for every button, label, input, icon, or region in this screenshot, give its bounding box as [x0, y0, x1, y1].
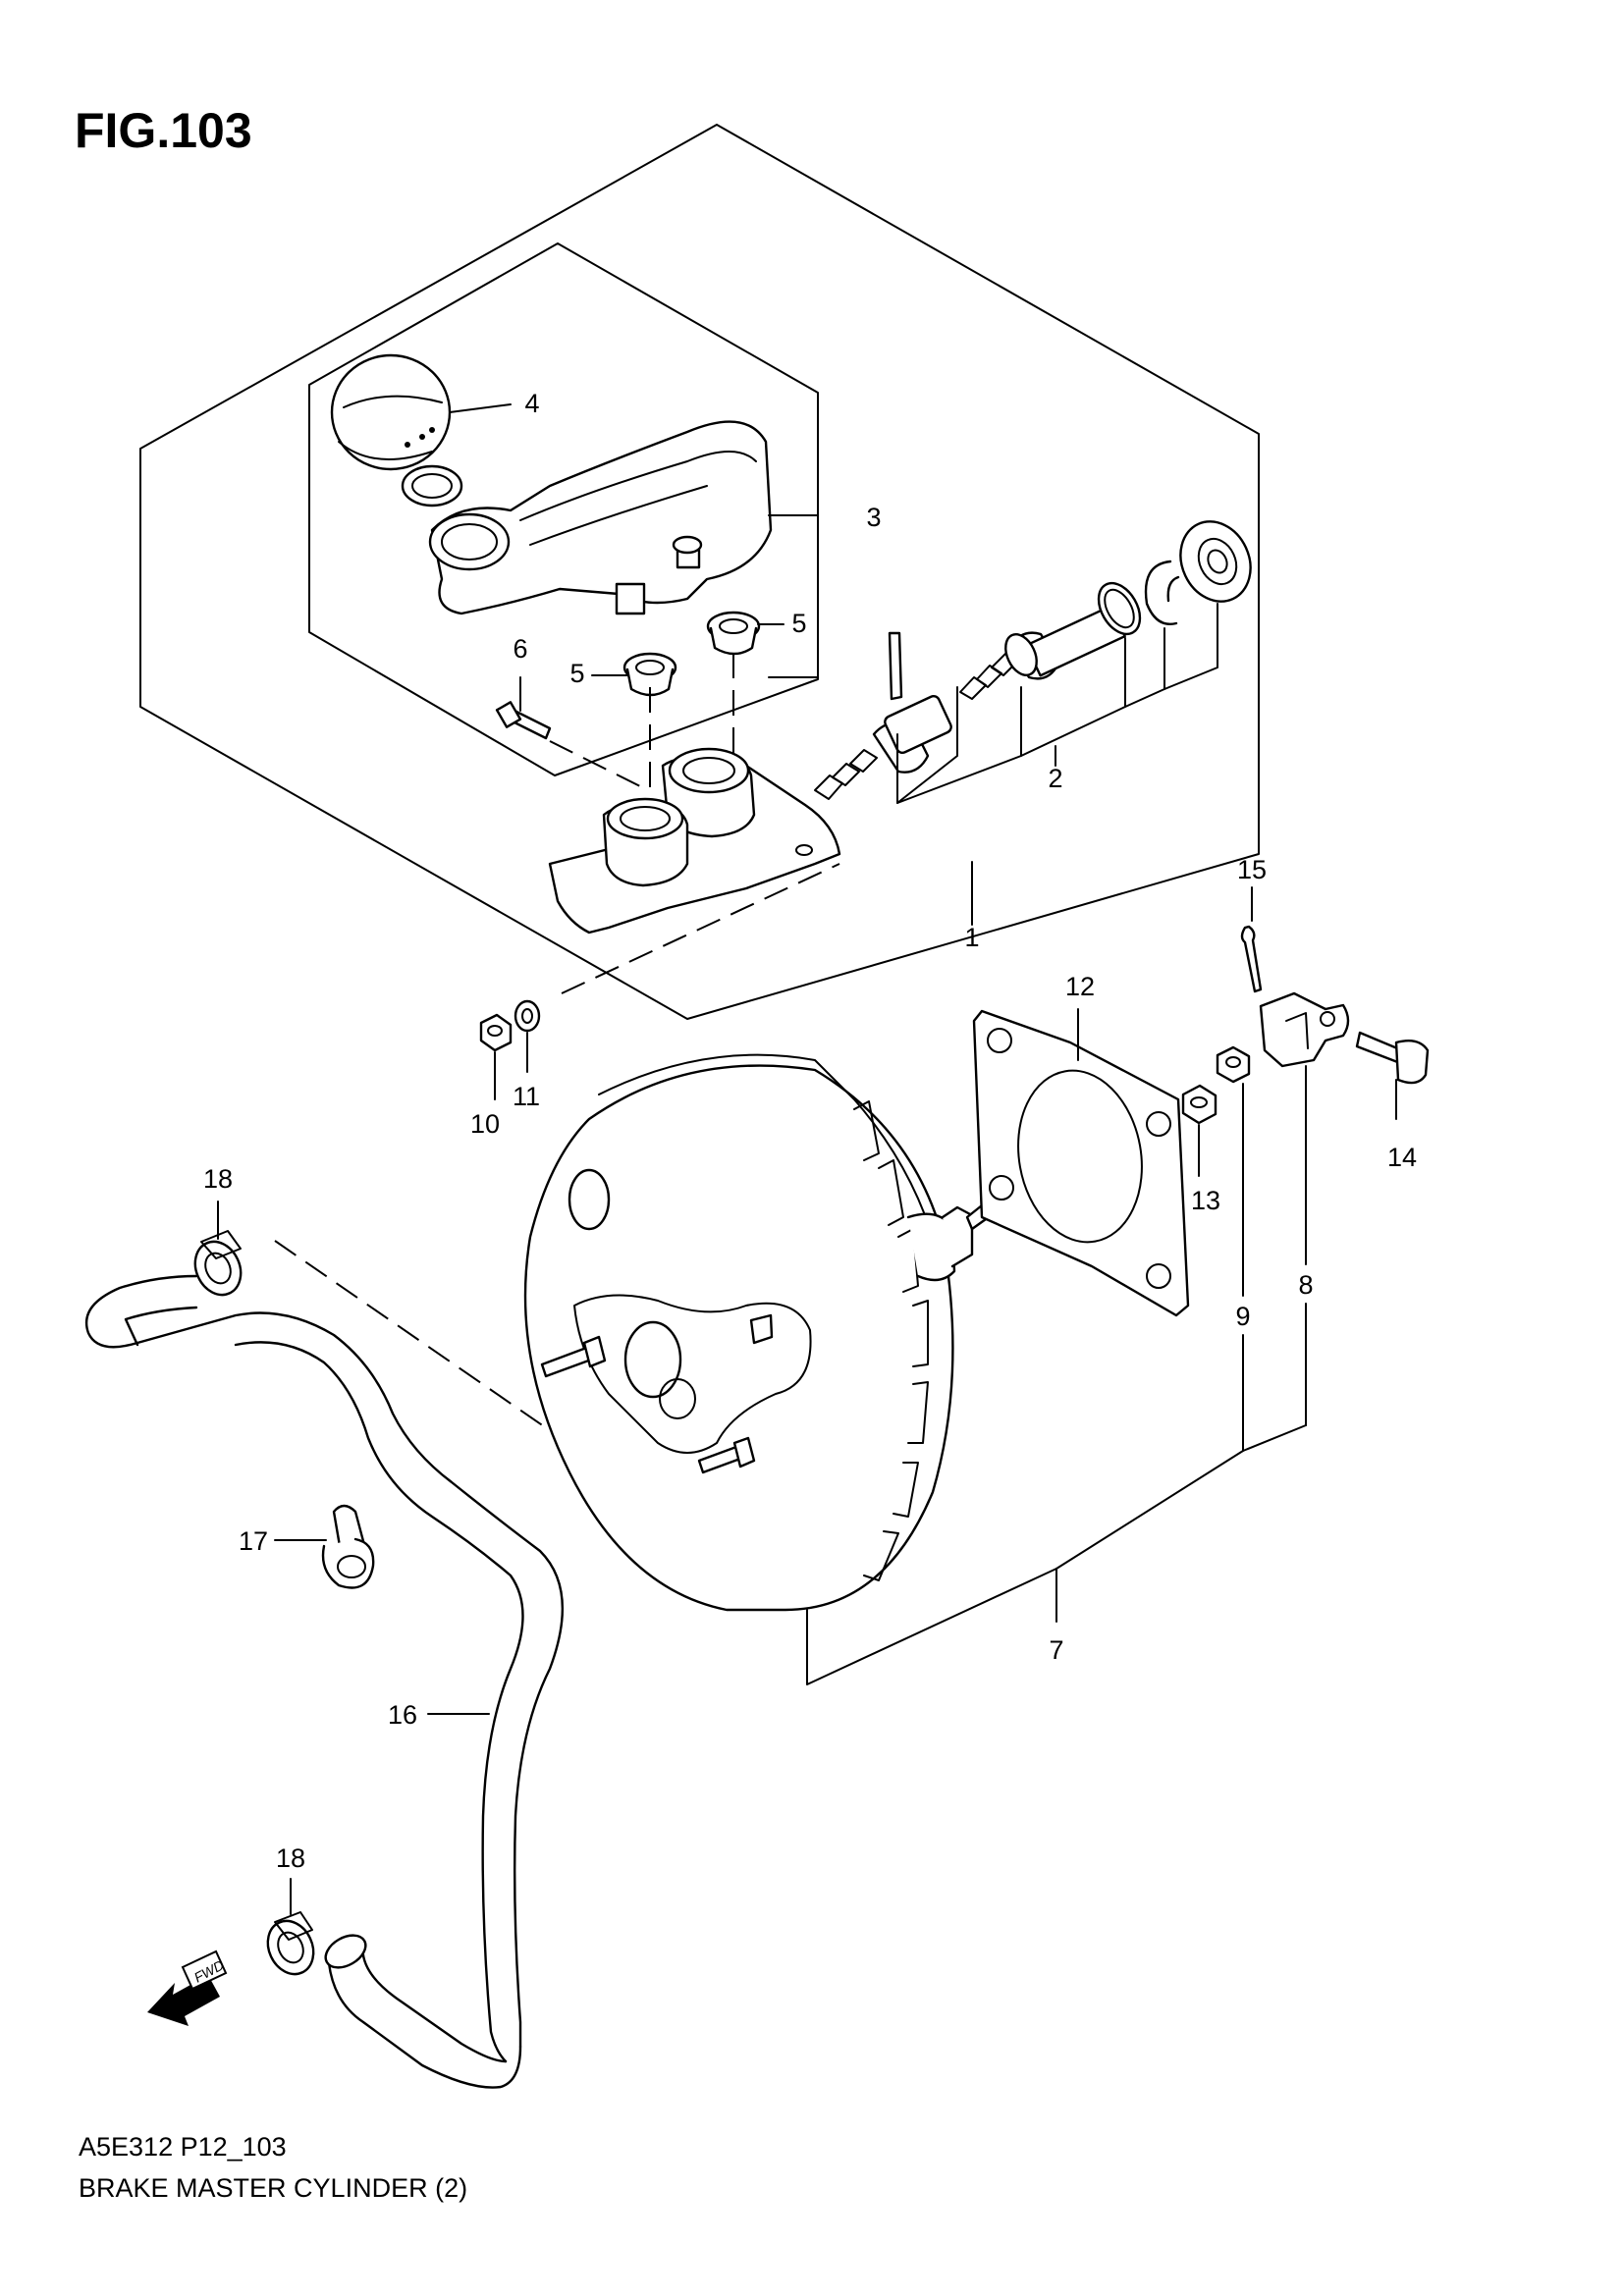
vacuum-hose: [84, 1274, 565, 2089]
snap-ring: [1144, 560, 1180, 625]
hose-clamp-upper: [193, 1230, 243, 1297]
clevis-pin: [1355, 1031, 1430, 1085]
gasket: [972, 1009, 1190, 1317]
callout-17: 17: [239, 1526, 268, 1556]
callout-1: 1: [964, 923, 979, 952]
primary-piston: [959, 605, 1126, 700]
callout-7: 7: [1049, 1635, 1063, 1665]
callout-8: 8: [1298, 1270, 1313, 1300]
callout-5a: 5: [791, 609, 806, 638]
alignment-line-hose: [274, 1240, 580, 1452]
callout-11: 11: [513, 1082, 540, 1111]
callout-5b: 5: [569, 659, 584, 688]
callout-3: 3: [866, 503, 881, 532]
callout-18a: 18: [203, 1164, 233, 1194]
callout-12: 12: [1065, 972, 1095, 1001]
callout-18b: 18: [276, 1843, 305, 1873]
bolt: [495, 701, 552, 740]
washer: [514, 999, 541, 1033]
callout-15: 15: [1237, 855, 1267, 884]
callout-9: 9: [1235, 1302, 1250, 1331]
alignment-line-stud: [561, 863, 840, 994]
reservoir-tank: [428, 420, 773, 615]
lock-nut: [1216, 1045, 1251, 1084]
callout-6: 6: [513, 634, 527, 664]
seal-ring: [1097, 581, 1142, 636]
fwd-arrow-icon: FWD: [147, 1949, 228, 2026]
booster-group-bracket: [806, 1065, 1307, 1685]
reservoir-strainer: [401, 464, 463, 507]
cotter-pin: [1240, 925, 1263, 993]
upper-leaders: [449, 403, 1218, 926]
hose-clamp-lower: [266, 1911, 315, 1976]
clevis: [1259, 991, 1350, 1068]
diagram-code: A5E312 P12_103: [79, 2132, 287, 2162]
figure-title: FIG.103: [75, 103, 252, 158]
diagram-caption: BRAKE MASTER CYLINDER (2): [79, 2173, 467, 2203]
reservoir-cap: [330, 353, 452, 471]
retainer-washer: [1179, 520, 1252, 603]
alignment-line-bolt: [549, 740, 649, 791]
callout-10: 10: [470, 1109, 500, 1139]
hose-lower-end: [324, 1934, 367, 1969]
booster-nut: [1181, 1084, 1217, 1125]
reservoir-frame: [308, 242, 819, 776]
master-cylinder-assembly-frame: [139, 124, 1260, 1020]
callout-16: 16: [388, 1700, 417, 1730]
grommet-right: [706, 611, 761, 656]
secondary-piston: [814, 694, 952, 800]
callout-4: 4: [524, 389, 539, 418]
nut: [479, 1013, 513, 1052]
cylinder-body: [548, 747, 841, 934]
brake-booster: [523, 1053, 988, 1612]
callout-2: 2: [1048, 764, 1062, 793]
hose-clip: [321, 1504, 375, 1589]
pin: [888, 631, 903, 701]
callout-14: 14: [1387, 1143, 1417, 1172]
callout-13: 13: [1191, 1186, 1220, 1215]
